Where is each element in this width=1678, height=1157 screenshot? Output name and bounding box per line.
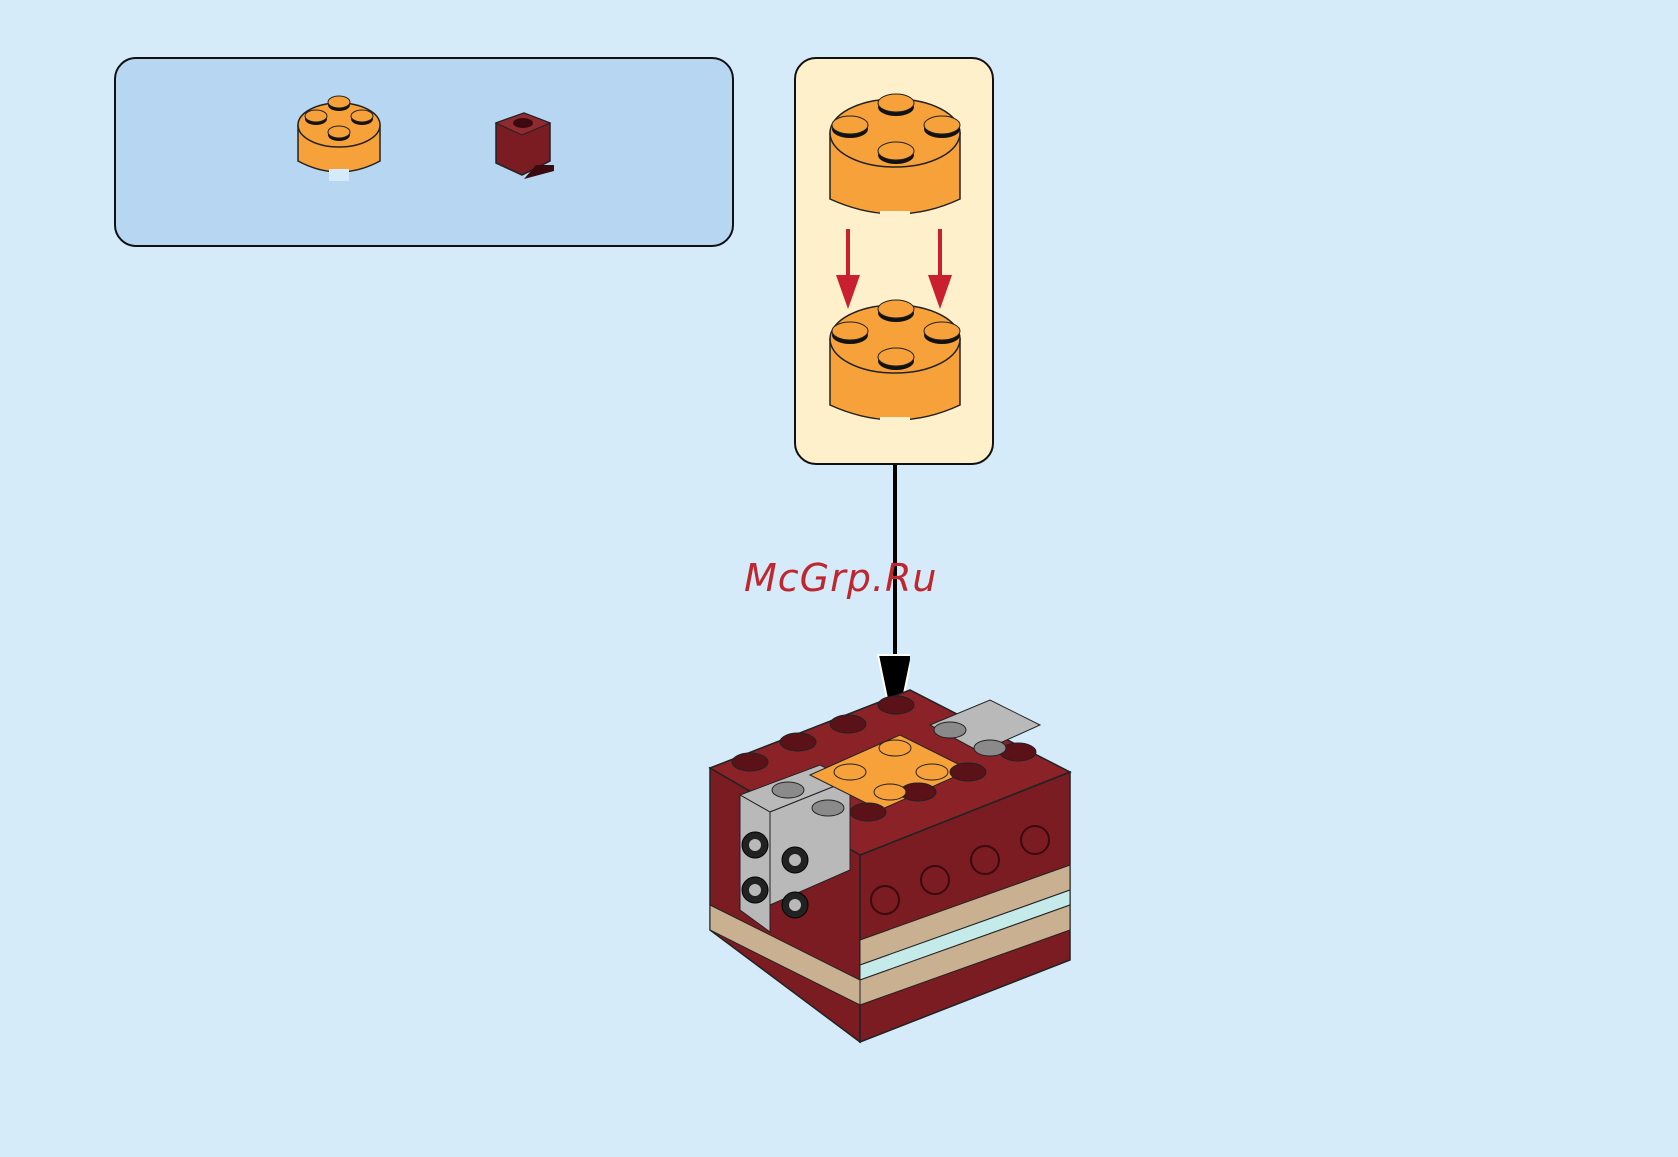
- red-arrow-right-icon: [928, 229, 952, 309]
- round-brick-2x2-part-icon: [294, 87, 384, 187]
- assembled-model-illustration: [700, 680, 1080, 1050]
- round-brick-bottom-icon: [830, 300, 960, 433]
- watermark-text: McGrp.Ru: [744, 556, 937, 600]
- substep-panel: [794, 57, 994, 465]
- substep-illustration: [796, 59, 992, 463]
- red-arrow-left-icon: [836, 229, 860, 309]
- parts-list-panel: [114, 57, 734, 247]
- brick-1x1-part-icon: [492, 105, 556, 185]
- round-brick-top-icon: [830, 94, 960, 227]
